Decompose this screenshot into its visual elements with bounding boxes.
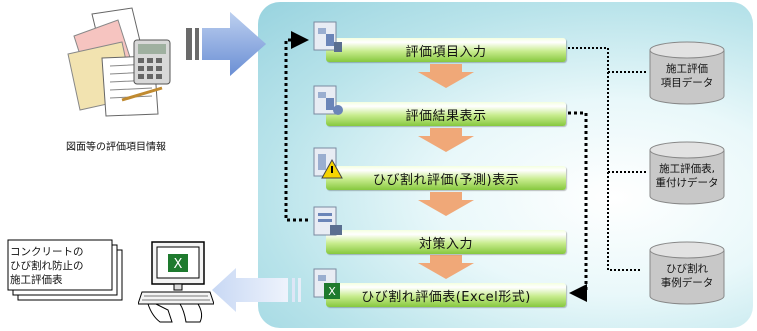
warning-form-icon bbox=[313, 147, 343, 179]
form-icon bbox=[313, 21, 342, 52]
down-arrow-icon bbox=[418, 255, 474, 279]
step-label: 評価結果表示 bbox=[405, 108, 487, 124]
step-label: ひび割れ評価(予測)表示 bbox=[372, 172, 520, 188]
database-icon bbox=[649, 41, 725, 105]
doc-line: 施工評価表 bbox=[10, 274, 63, 286]
svg-text:X: X bbox=[328, 285, 336, 298]
step-label: 対策入力 bbox=[418, 236, 473, 252]
down-arrow-icon bbox=[418, 64, 474, 88]
step-input-items[interactable]: 評価項目入力 bbox=[326, 38, 566, 62]
db-line: 施工評価表, bbox=[659, 163, 715, 175]
database-icon bbox=[649, 241, 725, 305]
db-line: 重付けデータ bbox=[655, 177, 719, 189]
step-show-results[interactable]: 評価結果表示 bbox=[326, 102, 566, 126]
form-icon bbox=[313, 85, 343, 115]
db-line: 事例データ bbox=[660, 277, 714, 289]
result-connector bbox=[568, 111, 588, 302]
step-label: ひび割れ評価表(Excel形式) bbox=[361, 289, 531, 305]
svg-text:X: X bbox=[174, 257, 183, 272]
doc-line: ひび割れ防止の bbox=[10, 260, 84, 272]
input-caption: 図面等の評価項目情報 bbox=[66, 142, 166, 153]
db-line: 施工評価 bbox=[666, 63, 708, 75]
database-label: 施工評価表, 重付けデータ bbox=[648, 162, 726, 190]
excel-form-icon: X bbox=[313, 268, 340, 299]
down-arrow-icon bbox=[418, 128, 474, 152]
down-arrow-icon bbox=[418, 192, 474, 216]
computer-icon: X bbox=[138, 241, 214, 323]
db-line: ひび割れ bbox=[666, 263, 708, 275]
database-label: 施工評価 項目データ bbox=[648, 62, 726, 90]
output-document-icon bbox=[7, 239, 123, 301]
doc-line: コンクリートの bbox=[10, 246, 84, 258]
output-arrow-icon bbox=[212, 268, 301, 312]
form-icon bbox=[313, 206, 342, 236]
step-crack-evaluation-table[interactable]: ひび割れ評価表(Excel形式) bbox=[326, 283, 566, 307]
loop-connector bbox=[284, 31, 309, 222]
db-line: 項目データ bbox=[660, 77, 714, 89]
db-connector-1 bbox=[568, 47, 642, 271]
output-document-label: コンクリートの ひび割れ防止の 施工評価表 bbox=[10, 245, 84, 287]
database-icon bbox=[649, 141, 725, 205]
database-label: ひび割れ 事例データ bbox=[648, 262, 726, 290]
step-show-crack-prediction[interactable]: ひび割れ評価(予測)表示 bbox=[326, 166, 566, 190]
input-arrow-icon bbox=[186, 12, 266, 76]
step-input-countermeasures[interactable]: 対策入力 bbox=[326, 230, 566, 254]
documents-icon bbox=[67, 7, 171, 117]
step-label: 評価項目入力 bbox=[405, 44, 487, 60]
